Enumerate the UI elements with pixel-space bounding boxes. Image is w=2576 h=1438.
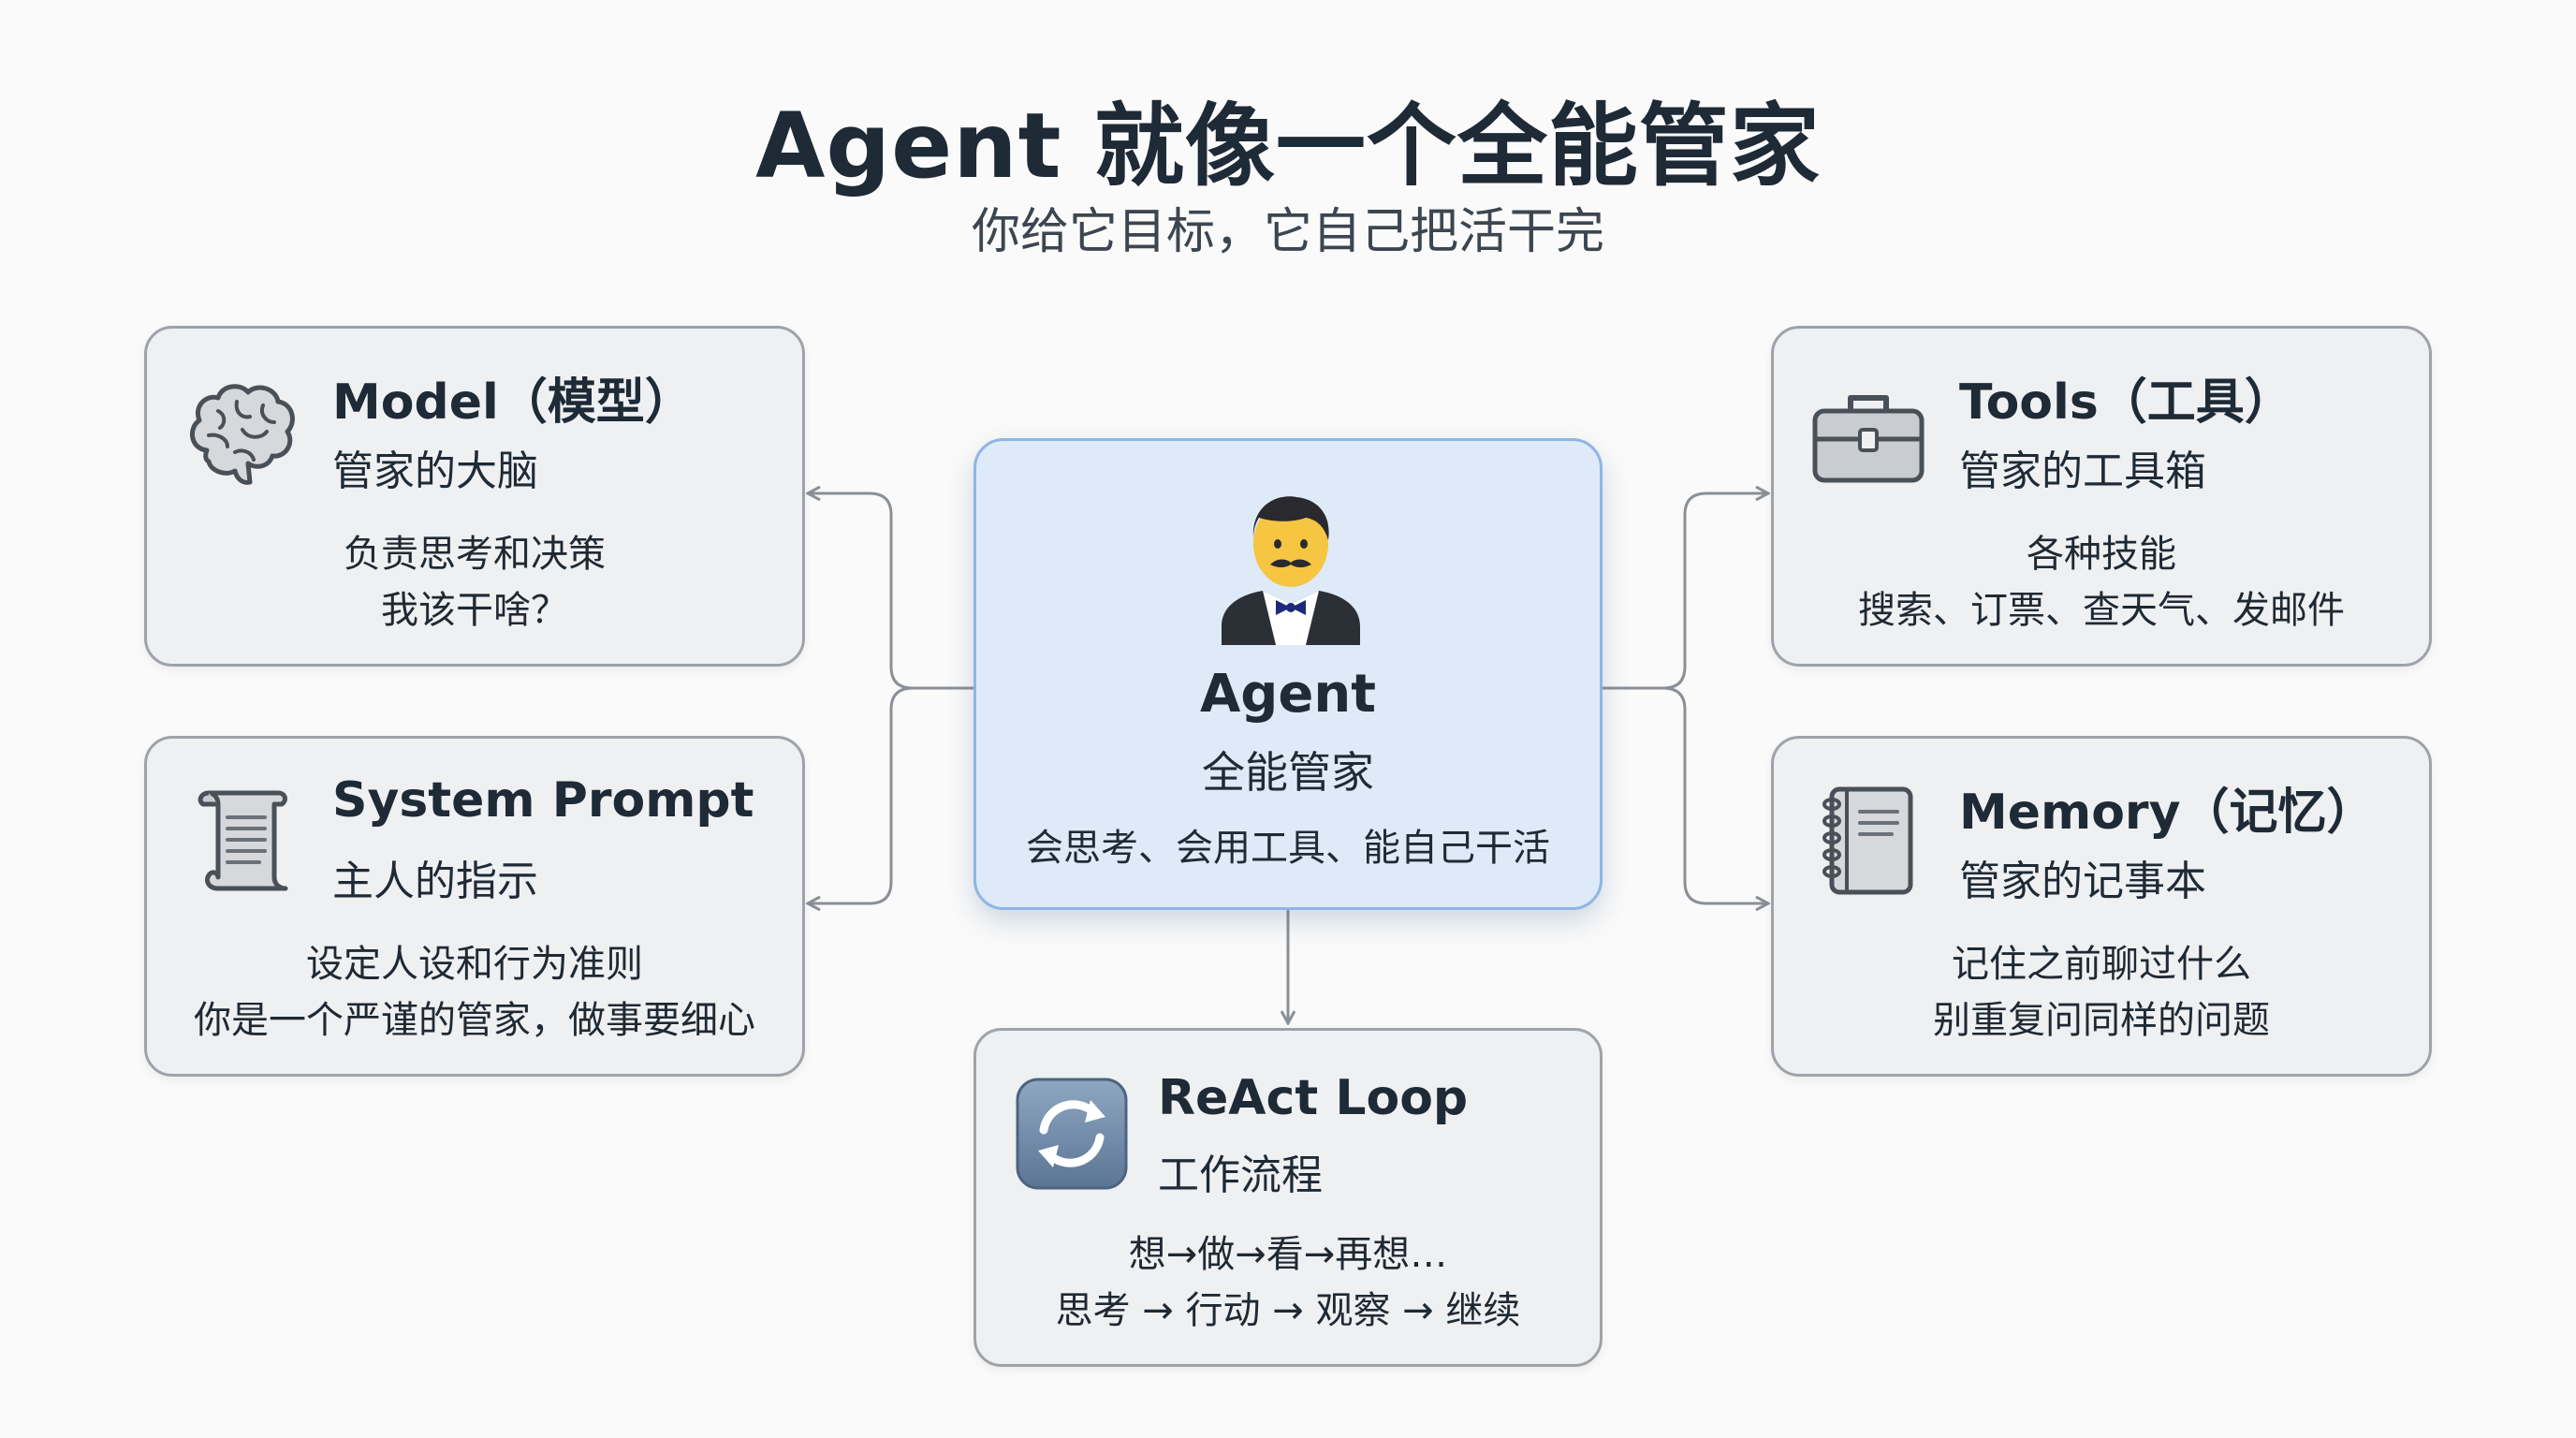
react-loop-subtitle: 工作流程 bbox=[1158, 1141, 1323, 1201]
toolbox-icon bbox=[1808, 379, 1929, 501]
model-subtitle: 管家的大脑 bbox=[332, 437, 538, 497]
model-desc-line-1: 负责思考和决策 bbox=[147, 525, 802, 583]
react-loop-card: ReAct Loop 工作流程 想→做→看→再想… 思考 → 行动 → 观察 →… bbox=[973, 1028, 1603, 1367]
memory-desc-line-2: 别重复问同样的问题 bbox=[1774, 991, 2429, 1049]
memory-desc-line-1: 记住之前聊过什么 bbox=[1774, 935, 2429, 993]
butler-icon bbox=[1216, 486, 1366, 645]
tools-subtitle: 管家的工具箱 bbox=[1959, 437, 2206, 497]
connector-to-tools bbox=[1603, 493, 1767, 688]
connector-to-system-prompt bbox=[809, 688, 913, 903]
brain-icon bbox=[181, 374, 302, 495]
memory-subtitle: 管家的记事本 bbox=[1959, 847, 2206, 907]
system-prompt-card: System Prompt 主人的指示 设定人设和行为准则 你是一个严谨的管家，… bbox=[144, 736, 805, 1077]
react-loop-desc-line-2: 思考 → 行动 → 观察 → 继续 bbox=[976, 1282, 1600, 1340]
connector-to-model bbox=[809, 493, 973, 688]
tools-desc-line-2: 搜索、订票、查天气、发邮件 bbox=[1774, 581, 2429, 639]
notebook-icon bbox=[1808, 780, 1929, 902]
agent-subtitle: 全能管家 bbox=[976, 739, 1600, 800]
system-prompt-desc-line-1: 设定人设和行为准则 bbox=[147, 935, 802, 993]
model-desc-line-2: 我该干啥？ bbox=[147, 581, 802, 639]
system-prompt-subtitle: 主人的指示 bbox=[332, 847, 538, 907]
tools-title: Tools（工具） bbox=[1959, 362, 2293, 433]
scroll-icon bbox=[181, 780, 302, 902]
react-loop-desc-line-1: 想→做→看→再想… bbox=[976, 1225, 1600, 1284]
memory-card: Memory（记忆） 管家的记事本 记住之前聊过什么 别重复问同样的问题 bbox=[1771, 736, 2432, 1077]
system-prompt-desc-line-2: 你是一个严谨的管家，做事要细心 bbox=[147, 991, 802, 1049]
loop-arrows-icon bbox=[1014, 1076, 1130, 1192]
agent-center-card: Agent 全能管家 会思考、会用工具、能自己干活 bbox=[973, 438, 1603, 910]
memory-title: Memory（记忆） bbox=[1959, 772, 2375, 843]
system-prompt-title: System Prompt bbox=[332, 772, 754, 829]
model-card: Model（模型） 管家的大脑 负责思考和决策 我该干啥？ bbox=[144, 326, 805, 667]
agent-description: 会思考、会用工具、能自己干活 bbox=[976, 817, 1600, 872]
tools-card: Tools（工具） 管家的工具箱 各种技能 搜索、订票、查天气、发邮件 bbox=[1771, 326, 2432, 667]
connector-to-memory bbox=[1663, 688, 1767, 903]
agent-title: Agent bbox=[976, 664, 1600, 725]
model-title: Model（模型） bbox=[332, 362, 694, 433]
tools-desc-line-1: 各种技能 bbox=[1774, 525, 2429, 583]
react-loop-title: ReAct Loop bbox=[1158, 1070, 1468, 1126]
